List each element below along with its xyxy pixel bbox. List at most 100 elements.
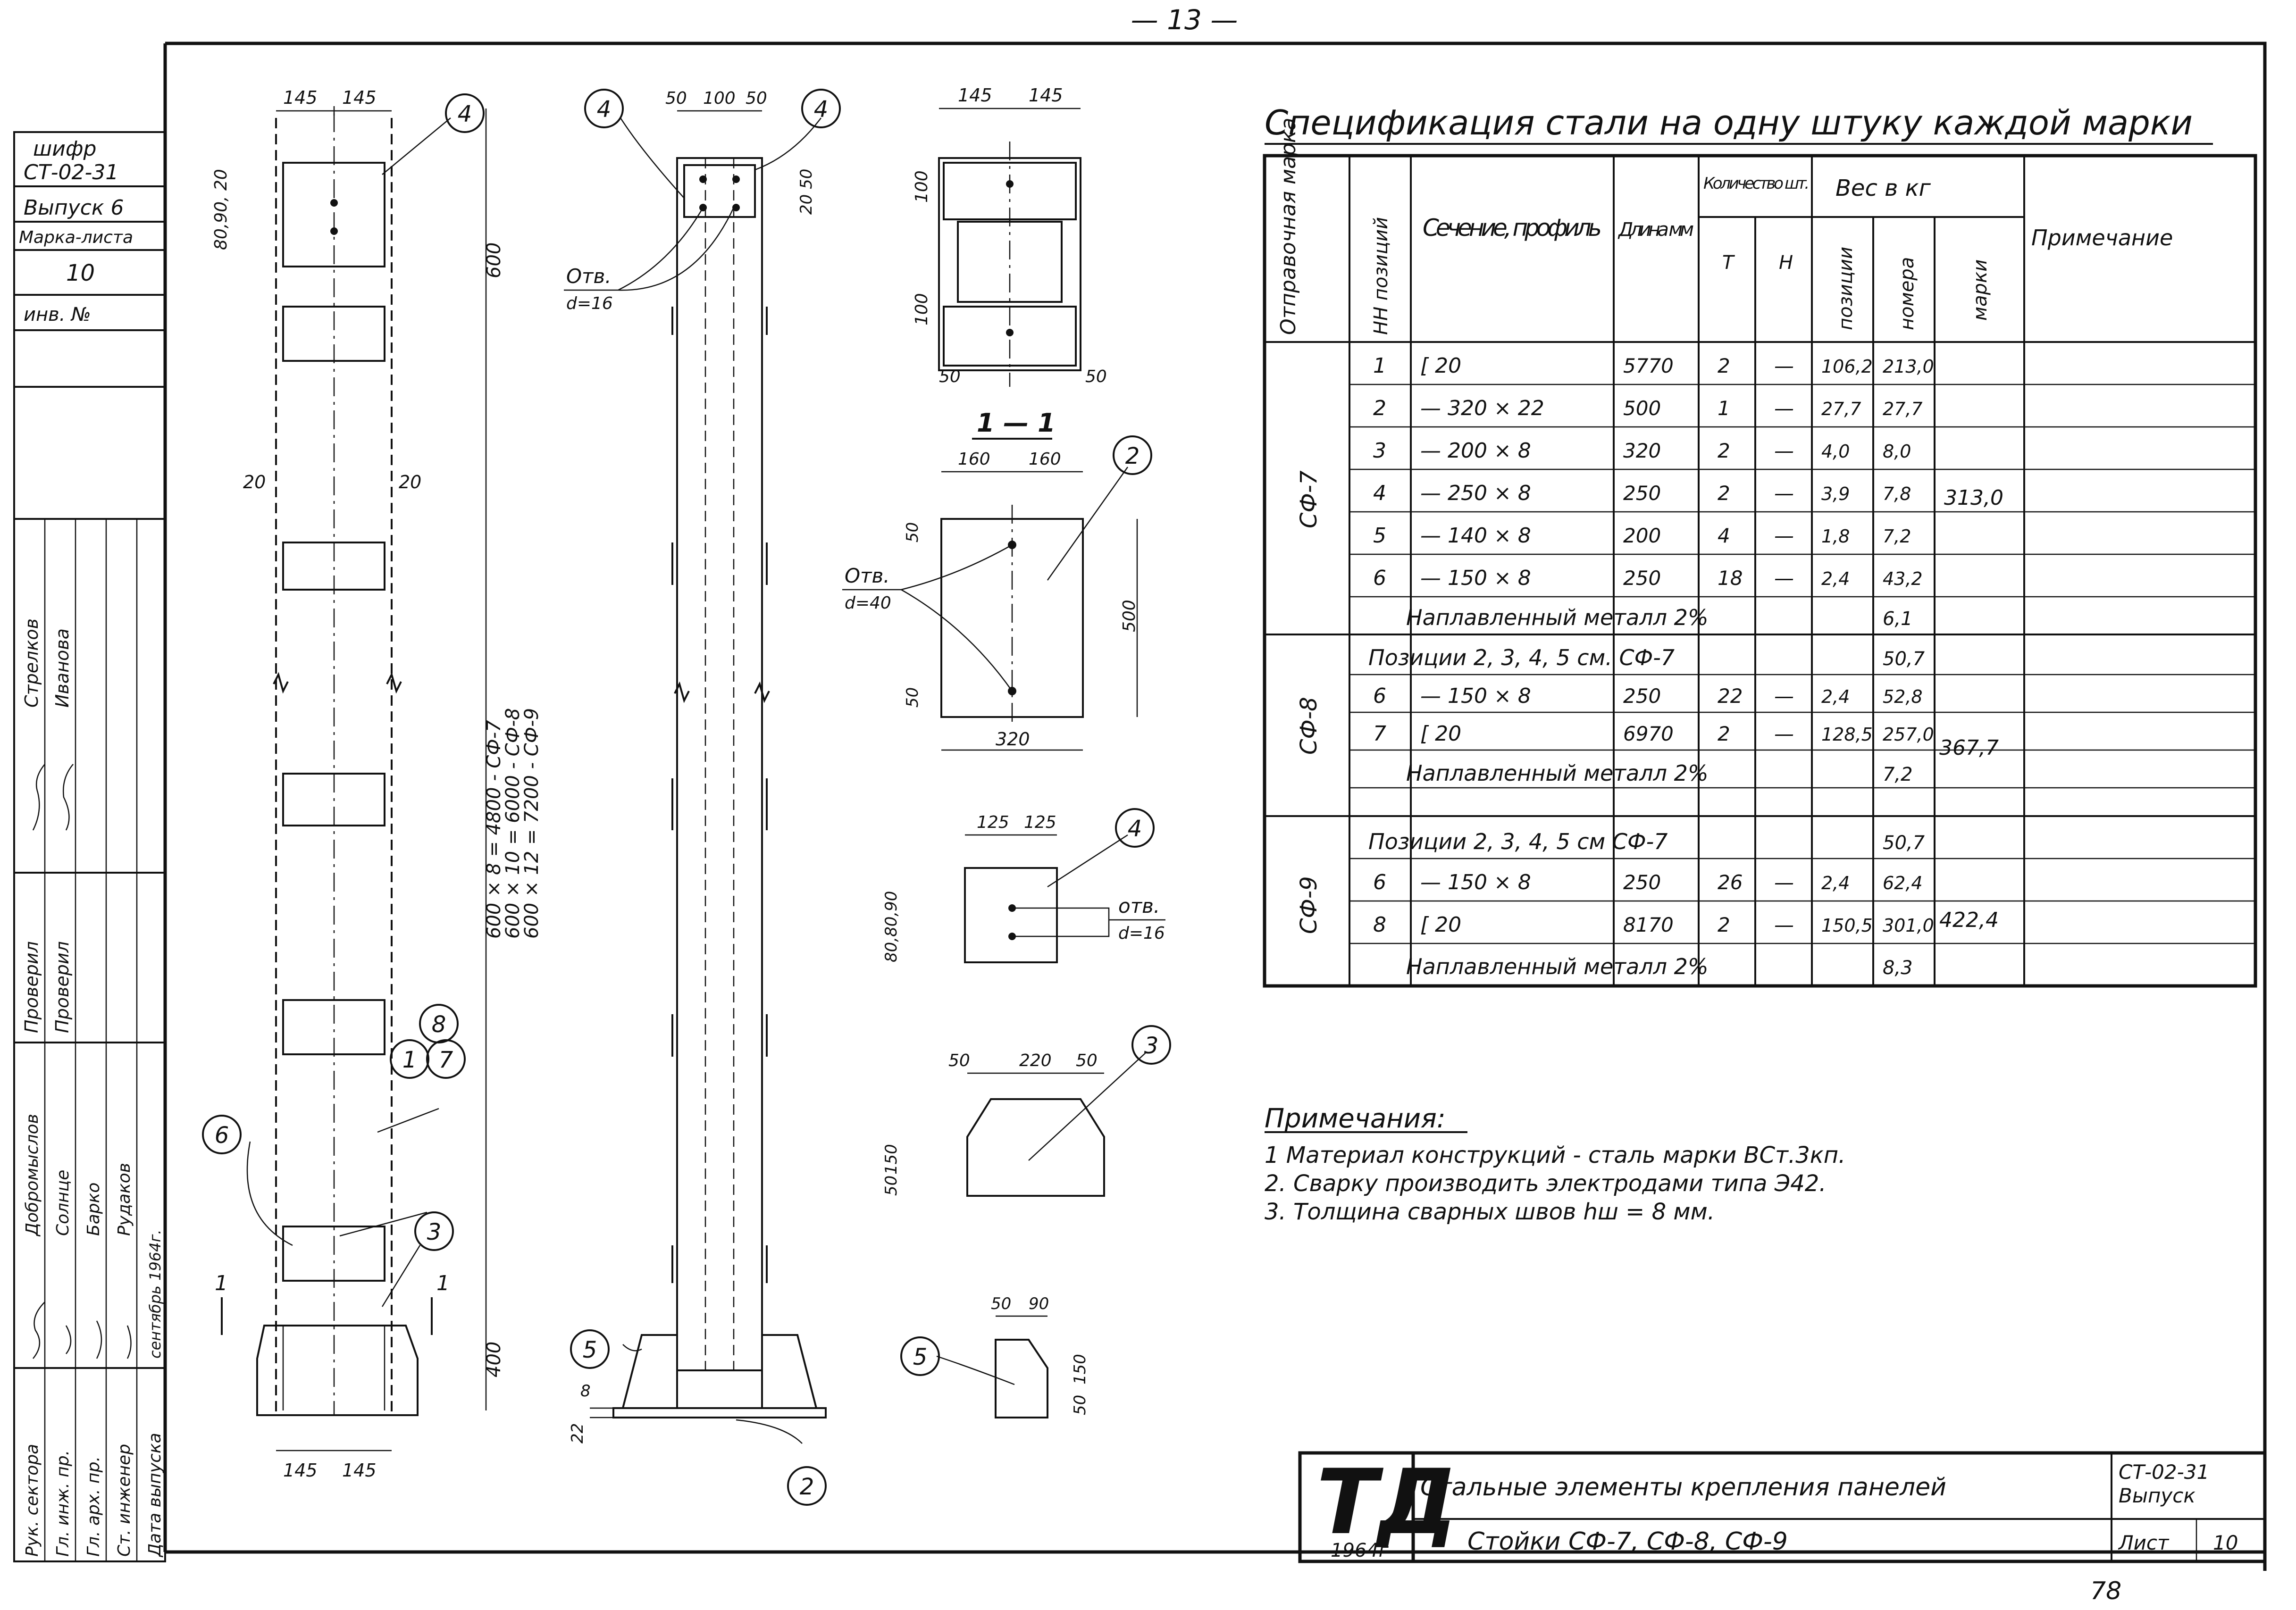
sheet-code-corner: 78	[2090, 1577, 2121, 1605]
cell-length: 200	[1623, 524, 1661, 547]
cell-weight-number: 62,4	[1883, 873, 1923, 893]
marker-6-front: 6	[202, 1115, 242, 1154]
cell-weight-number: 27,7	[1883, 399, 1923, 419]
title-block: ТД 1964г Стальные элементы крепления пан…	[1298, 1450, 2267, 1563]
header-weight-position: позиции	[1835, 247, 1857, 330]
top-side-2: 100	[912, 293, 931, 325]
section-mark-right: 1	[436, 1271, 450, 1295]
cell-length: 8170	[1623, 913, 1674, 936]
svg-text:6: 6	[215, 1122, 229, 1149]
side-dim-top-1: 50	[665, 89, 687, 108]
top-view: 145 145 100 100 50 50	[912, 85, 1107, 387]
weld-row-label: Наплавленный металл 2%	[1406, 954, 1709, 979]
positions-ref-value: 50,7	[1883, 648, 1925, 670]
page-number: — 13 —	[1131, 4, 1238, 36]
front-length-sf8: 600 × 10 = 6000 - СФ-8	[502, 708, 524, 939]
cell-position: 3	[1373, 439, 1386, 463]
svg-text:3: 3	[427, 1219, 442, 1245]
cell-section: [ 20	[1420, 913, 1461, 937]
cell-qty-n: —	[1774, 354, 1794, 377]
cell-qty-t: 22	[1718, 684, 1743, 708]
spec-table: Спецификация стали на одну штуку каждой …	[1263, 103, 2257, 988]
cell-position: 5	[1373, 524, 1386, 548]
mark-sf9: СФ-9	[1296, 876, 1322, 934]
marker-2-section: 2	[1113, 435, 1152, 475]
cell-weight-number: 7,8	[1883, 484, 1911, 504]
positions-ref: Позиции 2, 3, 4, 5 см СФ-7	[1368, 829, 1668, 854]
sheet-frame	[163, 42, 2267, 1571]
cell-qty-t: 18	[1718, 567, 1743, 590]
plate2-height: 500	[1120, 600, 1139, 632]
cell-position: 6	[1373, 566, 1386, 590]
weld-row-label: Наплавленный металл 2%	[1406, 605, 1709, 630]
base-dim-8: 8	[580, 1382, 591, 1401]
side-stamp: шифр СТ-02-31 Выпуск 6 Марка-листа 10 ин…	[13, 131, 166, 1562]
svg-text:4: 4	[458, 101, 472, 127]
cell-qty-n: —	[1774, 722, 1794, 745]
plate2-hole-label: Отв.	[845, 564, 890, 587]
marker-8: 8	[419, 1004, 459, 1043]
stamp-role-3: Гл. арх. пр.	[84, 1456, 103, 1557]
front-length-600: 600	[483, 242, 505, 278]
title-series: СТ-02-31	[2119, 1460, 2209, 1484]
cell-weight-position: 128,5	[1821, 724, 1873, 745]
plate5-dim-2: 90	[1029, 1294, 1049, 1313]
header-note: Примечание	[2031, 225, 2173, 250]
cell-weight-position: 2,4	[1821, 686, 1850, 707]
top-bottom-2: 50	[1085, 367, 1107, 386]
stamp-issue: Выпуск 6	[24, 196, 124, 220]
weld-row-value: 8,3	[1883, 957, 1913, 979]
stamp-role-1: Рук. сектора	[23, 1444, 42, 1557]
header-weight-number: номера	[1896, 257, 1918, 330]
svg-text:5: 5	[913, 1344, 928, 1370]
cell-length: 6970	[1623, 722, 1674, 745]
marker-2-side: 2	[787, 1466, 827, 1506]
cell-qty-n: —	[1774, 871, 1794, 894]
header-mark: Отправочная марка	[1276, 117, 1300, 335]
cell-qty-n: —	[1774, 482, 1794, 505]
cell-length: 250	[1623, 871, 1661, 894]
stamp-name-3: Барко	[84, 1183, 103, 1236]
cell-qty-t: 26	[1718, 871, 1743, 894]
plate3-side-1: 150	[882, 1144, 901, 1175]
cell-qty-t: 2	[1718, 482, 1730, 505]
side-hole-label: Отв.	[566, 265, 612, 288]
cell-position: 2	[1373, 396, 1386, 420]
svg-text:3: 3	[1144, 1033, 1159, 1059]
signature-mark	[32, 764, 132, 1359]
cell-weight-position: 4,0	[1821, 441, 1850, 462]
cell-weight-number: 7,2	[1883, 526, 1911, 547]
notes-title: Примечания:	[1265, 1103, 1446, 1134]
stamp-mark-sheet-label: Марка-листа	[19, 228, 133, 247]
cell-weight-number: 8,0	[1883, 441, 1911, 462]
stamp-inv-label: инв. №	[24, 304, 91, 325]
plate2-dim-2: 160	[1029, 450, 1061, 469]
header-weight-mark: марки	[1969, 259, 1991, 321]
front-length-sf9: 600 × 12 = 7200 - СФ-9	[521, 708, 543, 939]
spec-title: Спецификация стали на одну штуку каждой …	[1265, 103, 2193, 142]
plate-4-detail: 125 125 80,80,90 отв. d=16	[882, 813, 1165, 963]
plate5-side-1: 150	[1071, 1354, 1089, 1385]
cell-weight-number: 301,0	[1883, 915, 1934, 936]
cell-position: 6	[1373, 684, 1386, 708]
cell-section: — 150 × 8	[1420, 870, 1531, 894]
top-side-1: 100	[912, 170, 931, 203]
cell-qty-t: 2	[1718, 913, 1730, 936]
cell-qty-t: 2	[1718, 439, 1730, 462]
header-qty-t: Т	[1722, 252, 1735, 274]
plate2-side-1: 50	[903, 522, 922, 542]
title-year: 1964г	[1331, 1540, 1389, 1561]
marker-4-side-left: 4	[584, 89, 624, 128]
note-2: 2. Сварку производить электродами типа Э…	[1265, 1170, 1827, 1197]
cell-weight-position: 1,8	[1821, 526, 1850, 547]
title-issue: Выпуск	[2119, 1484, 2195, 1507]
plate4-dim-1: 125	[977, 813, 1009, 832]
header-qty: Количество шт.	[1703, 174, 1810, 193]
cell-length: 500	[1623, 397, 1661, 420]
cell-section: — 320 × 22	[1420, 396, 1544, 420]
marker-5-side: 5	[570, 1329, 610, 1369]
logo-td: ТД	[1316, 1450, 1458, 1554]
cell-weight-number: 52,8	[1883, 686, 1923, 707]
plate5-side-2: 50	[1071, 1395, 1089, 1415]
